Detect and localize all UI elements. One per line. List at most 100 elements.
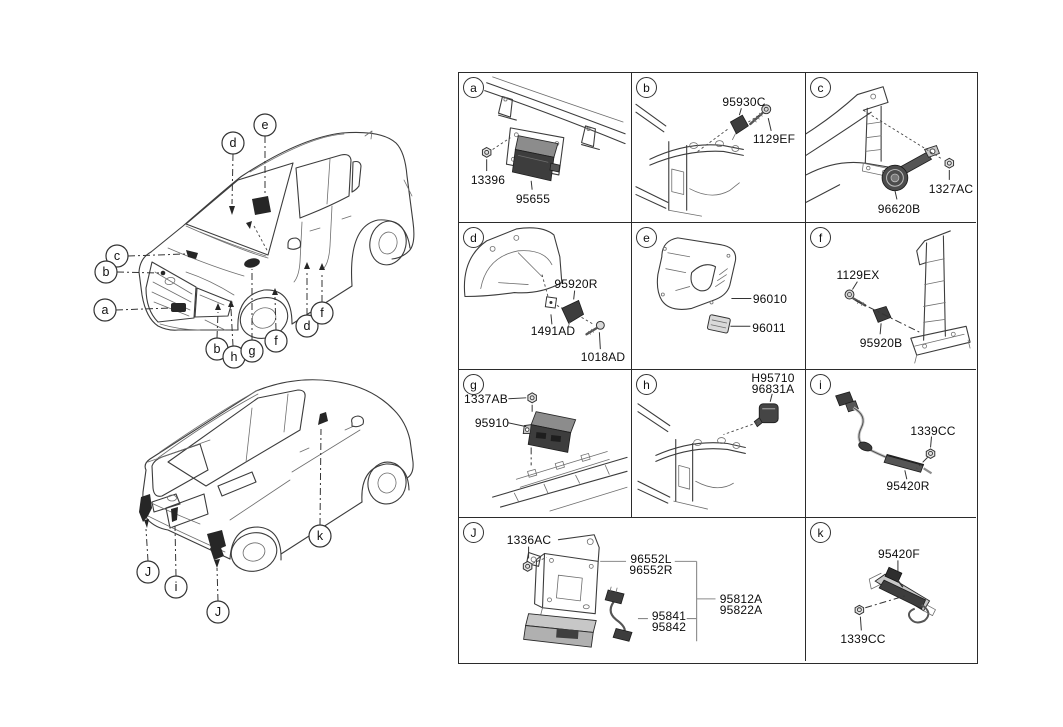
part-number: 95655 (515, 192, 551, 206)
part-number: 95930C (722, 95, 766, 109)
cell-J-sketch (522, 534, 716, 648)
cell-f-sketch (844, 230, 971, 364)
rear-vehicle-sketch (142, 379, 414, 572)
cell-letter-a: a (463, 77, 484, 98)
front-vehicle-sketch (138, 130, 415, 339)
front-component-markers (160, 196, 325, 312)
cell-e-sketch (656, 237, 752, 334)
callout-h: h (222, 345, 246, 369)
nut-1327ac (944, 157, 955, 169)
part-number: 1129EX (836, 268, 880, 282)
cell-i: i 1339CC 95420R (806, 370, 976, 518)
svg-text:b: b (103, 265, 110, 279)
cell-g-sketch (492, 392, 628, 512)
cell-letter-k: k (810, 522, 831, 543)
bracket-plate (505, 127, 565, 176)
cell-d: d 95920R 1491AD 1018AD (459, 223, 632, 370)
cell-c-sketch (806, 86, 955, 203)
callout-a: a (93, 298, 117, 322)
cell-letter-h: h (636, 374, 657, 395)
nut-1339cc (925, 448, 936, 459)
part-number: 95812A (719, 592, 763, 606)
cell-k: k 95420F 1339CC (806, 518, 976, 661)
nut-1339cc (854, 604, 865, 616)
bolt-1129ef (761, 104, 772, 115)
part-number: 1018AD (580, 350, 626, 364)
front-radar-marker (171, 303, 186, 312)
callout-b: b (94, 260, 118, 284)
cell-d-sketch (463, 227, 605, 350)
sensor-96831a (758, 403, 779, 424)
part-number: 1336AC (506, 533, 552, 547)
callout-k: k (308, 524, 332, 548)
nut-1337ab (527, 392, 537, 404)
cell-a-sketch (481, 76, 626, 190)
rear-beeper-marker (207, 530, 226, 552)
part-number: 95822A (719, 603, 763, 617)
part-number: 1337AB (464, 392, 508, 406)
svg-text:J: J (145, 565, 151, 579)
cell-h: h H95710 96831A (632, 370, 806, 518)
part-number: 95910 (474, 416, 510, 430)
cell-a: a 13396 95655 (459, 73, 632, 223)
bolt-1129ex (844, 289, 855, 300)
shark-fin-antenna-marker (318, 412, 328, 425)
cell-letter-J: J (463, 522, 484, 543)
svg-text:c: c (114, 249, 120, 263)
part-number: 1129EF (752, 132, 796, 146)
wiring-95841 (609, 598, 626, 633)
bolt-1018ad (595, 320, 605, 330)
svg-text:d: d (230, 136, 237, 150)
part-number: 95920R (554, 277, 598, 291)
svg-text:h: h (231, 350, 238, 364)
part-number: 95920B (859, 336, 903, 350)
callout-f: f (264, 329, 288, 353)
overhead-console-cover (656, 237, 737, 310)
cell-c: c 1327AC 96620B (806, 73, 976, 223)
module-96011 (706, 314, 731, 334)
svg-text:J: J (215, 605, 221, 619)
callout-c: c (105, 244, 129, 268)
svg-text:a: a (102, 303, 109, 317)
sensor-95920r (561, 299, 585, 324)
svg-text:d: d (304, 319, 311, 333)
cell-k-sketch (854, 560, 936, 631)
part-number: 1339CC (840, 632, 886, 646)
callout-d: d (221, 131, 245, 155)
cell-letter-f: f (810, 227, 831, 248)
part-number: 96011 (752, 321, 786, 335)
cell-letter-c: c (810, 77, 831, 98)
front-callouts: d e c b a b h g f d f (93, 113, 334, 369)
svg-text:e: e (262, 118, 269, 132)
front-leader-lines (115, 136, 323, 347)
cell-J: J (459, 518, 806, 661)
cell-letter-e: e (636, 227, 657, 248)
sensor-95930c (729, 114, 749, 135)
rear-component-markers (139, 412, 328, 568)
rear-corner-module-marker (139, 494, 152, 522)
cell-e: e 96010 96011 (632, 223, 806, 370)
part-number: 96010 (752, 292, 788, 306)
rear-callouts: J i J k (136, 524, 332, 624)
callout-g: g (240, 339, 264, 363)
nut-1336ac (522, 560, 533, 572)
vehicle-overview: d e c b a b h g f d f J i J k (93, 113, 415, 624)
part-number: 95842 (651, 620, 687, 634)
sensor-95920b (872, 305, 892, 323)
bracket-96552 (541, 552, 599, 615)
cell-g: g 1337AB 95910 (459, 370, 632, 518)
overhead-camera-marker (252, 196, 271, 215)
antenna-amp-95420f (878, 579, 927, 610)
part-number: 95420F (878, 547, 920, 561)
part-number: 1327AC (928, 182, 974, 196)
svg-text:k: k (317, 529, 324, 543)
part-number: 95841 (651, 609, 687, 623)
svg-text:b: b (214, 342, 221, 356)
callout-J: J (136, 560, 160, 584)
callout-f2: f (310, 301, 334, 325)
callout-d2: d (295, 314, 319, 338)
nut-13396 (481, 146, 492, 158)
svg-text:i: i (175, 580, 178, 594)
part-number: 96620B (877, 202, 921, 216)
